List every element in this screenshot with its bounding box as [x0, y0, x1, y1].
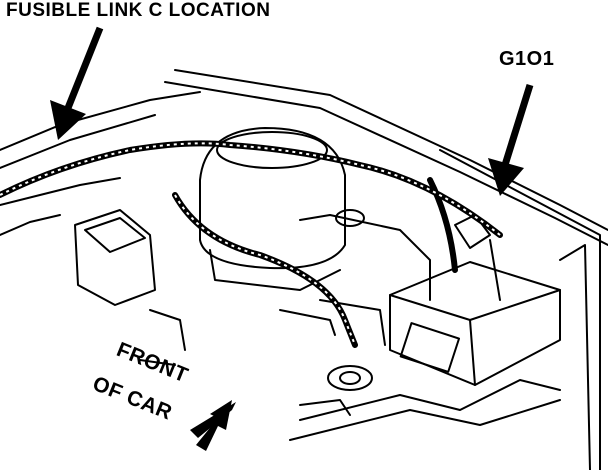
- fender-outline-inner: [164, 81, 608, 246]
- coolant-reservoir: [74, 209, 156, 306]
- wiring-harness-right: [427, 177, 458, 273]
- direction-arrow-icon: [190, 400, 236, 451]
- fender-outline: [174, 69, 608, 231]
- horn: [327, 365, 373, 391]
- down-arrow-icon: [488, 83, 534, 196]
- ground-g101-label: G1O1: [499, 48, 555, 70]
- fender-edge: [439, 149, 601, 471]
- air-cleaner: [199, 127, 346, 270]
- fusible-link-location-label: FUSIBLE LINK C LOCATION: [6, 0, 271, 21]
- relay-center: [389, 261, 561, 386]
- down-arrow-icon: [50, 26, 104, 140]
- wiring-harness-lower: [172, 192, 358, 348]
- radiator-support: [0, 91, 201, 151]
